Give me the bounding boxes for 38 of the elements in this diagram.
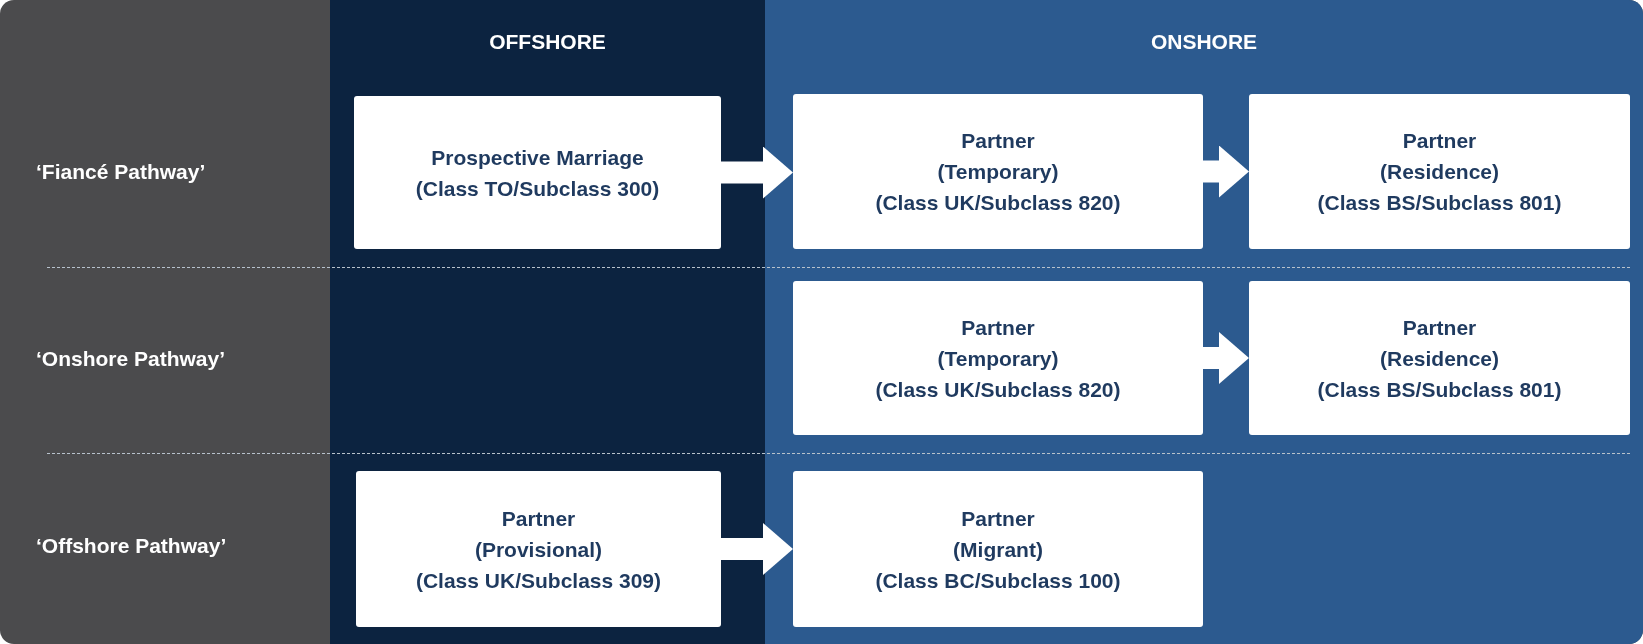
visa-name: Prospective Marriage (431, 144, 644, 171)
visa-detail: (Class UK/Subclass 820) (875, 190, 1121, 216)
column-heading: OFFSHORE (488, 30, 607, 54)
column-band (330, 0, 765, 644)
column-band (765, 0, 1643, 644)
arrow (1203, 145, 1249, 198)
arrow (721, 523, 793, 575)
visa-detail: (Temporary) (937, 159, 1059, 185)
visa-name: Partner (961, 314, 1035, 341)
visa-box (793, 471, 1203, 627)
visa-name: Partner (961, 128, 1035, 154)
row-label: ‘Onshore Pathway’ (36, 347, 226, 371)
visa-box (793, 94, 1203, 249)
visa-name: Partner (1402, 128, 1477, 154)
column-heading: ONSHORE (1149, 30, 1259, 54)
arrow (721, 146, 793, 199)
row-label: ‘Offshore Pathway’ (36, 534, 227, 558)
visa-detail: (Class UK/Subclass 820) (875, 376, 1121, 403)
visa-detail: (Class BS/Subclass 801) (1317, 190, 1562, 216)
visa-box (354, 96, 721, 249)
visa-detail: (Migrant) (953, 536, 1043, 563)
visa-detail: (Residence) (1379, 345, 1499, 372)
visa-name: Partner (961, 505, 1035, 532)
arrow (1203, 332, 1249, 384)
visa-box (356, 471, 721, 627)
visa-detail: (Class BS/Subclass 801) (1317, 376, 1562, 403)
visa-detail: (Class UK/Subclass 309) (415, 567, 662, 594)
visa-box (793, 281, 1203, 435)
visa-box (1249, 94, 1630, 249)
visa-name: Partner (1402, 314, 1477, 341)
visa-name: Partner (501, 505, 576, 532)
visa-detail: (Class BC/Subclass 100) (875, 567, 1121, 594)
visa-detail: (Class TO/Subclass 300) (415, 175, 660, 202)
row-label: ‘Fiancé Pathway’ (36, 160, 206, 184)
visa-detail: (Temporary) (937, 345, 1059, 372)
visa-detail: (Residence) (1379, 159, 1499, 185)
visa-detail: (Provisional) (474, 536, 603, 563)
visa-box (1249, 281, 1630, 435)
